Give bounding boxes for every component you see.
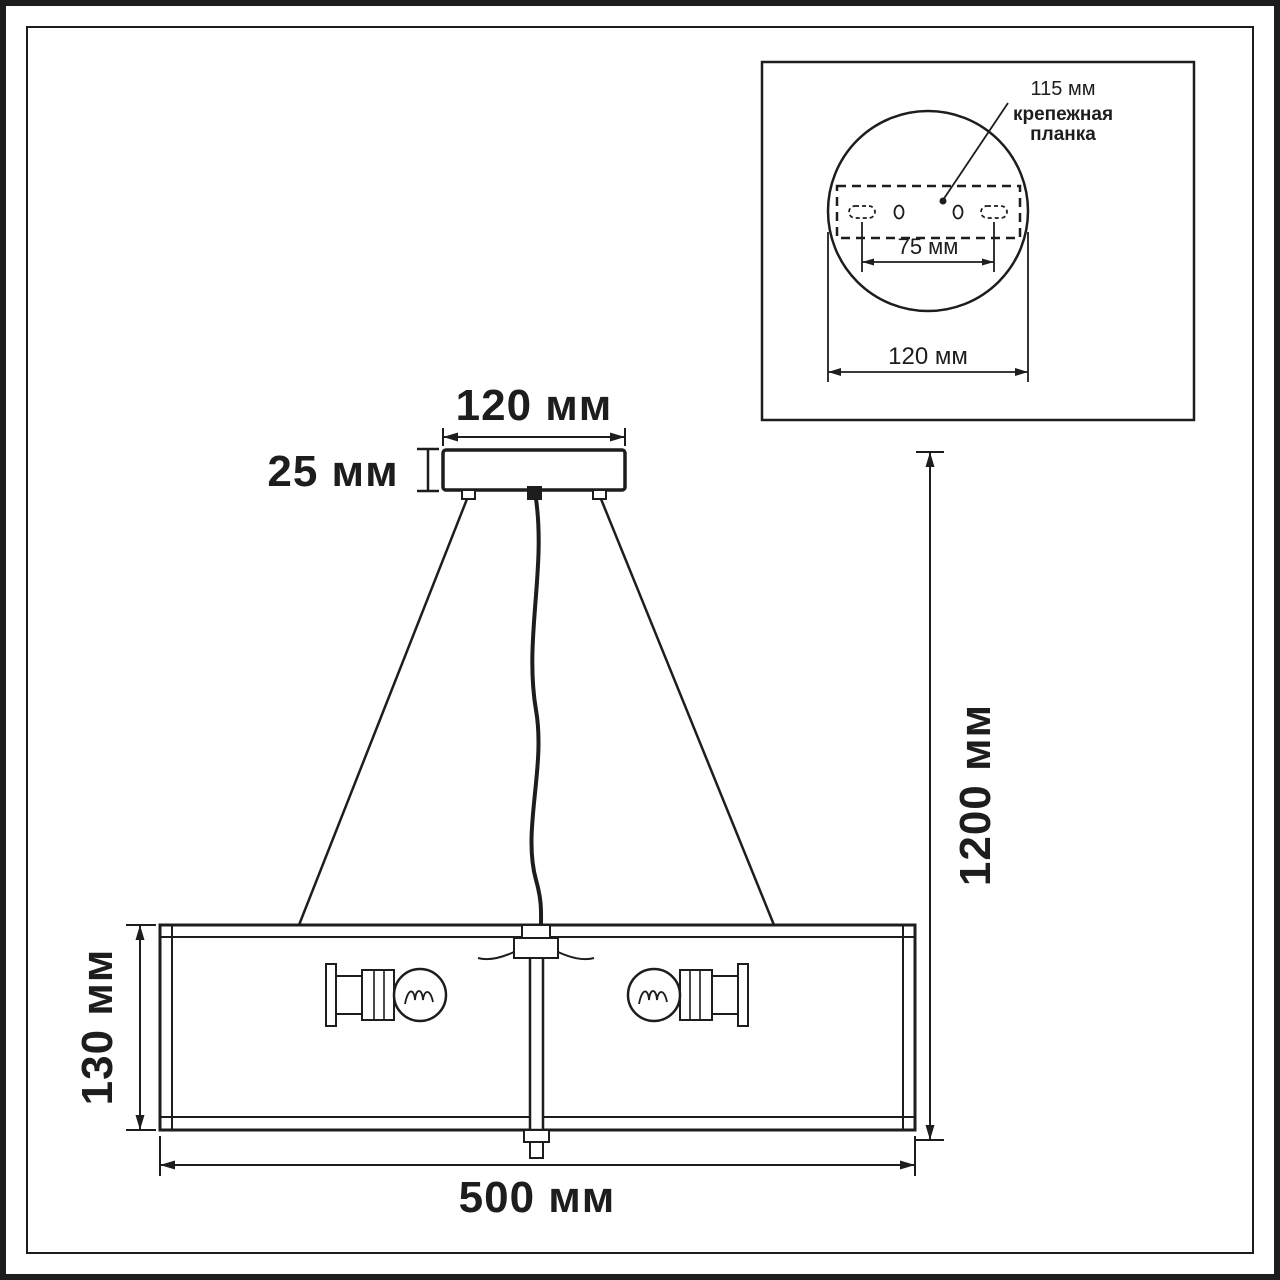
shade-width-label: 500 мм [459,1173,616,1222]
canopy-base-circle [826,109,1030,313]
filament [638,990,668,1005]
hole-spacing-dimension: 75 мм [861,222,995,272]
plate-name-line2: планка [1030,124,1096,145]
suspension-cable-right [599,498,776,926]
arrowhead-left [443,432,458,442]
bulb-assembly-right [626,963,749,1027]
canopy-width-label: 120 мм [456,381,613,430]
shade-width-dimension: 500 мм [159,1136,916,1222]
arrowhead-right [900,1160,915,1170]
canopy-body [441,448,627,492]
base-diameter-label: 120 мм [888,343,968,370]
finial-tip [529,1141,544,1159]
suspension [297,498,776,926]
finial-cap [523,1129,550,1143]
filament [404,990,434,1005]
bracket-plate [737,963,749,1027]
bracket-plate [325,963,337,1027]
center-rod [528,936,545,1132]
bulb [392,967,448,1023]
inner-border [26,26,1254,1254]
power-cord [529,498,544,926]
plate-name-line1: крепежная [1013,104,1113,125]
arrowhead-right [610,432,625,442]
suspension-cable-left [297,498,469,926]
arrowhead-left [862,258,874,266]
arrowhead-top [135,925,145,940]
base-diameter-dimension: 120 мм [827,232,1029,382]
leader-dot [939,197,947,205]
mounting-plate-inset: 115 мм крепежная планка 75 мм 120 мм [760,60,1196,422]
arrowhead-bottom [135,1115,145,1130]
cord-clamp [521,924,551,939]
arrowhead-top [925,452,935,467]
canopy [441,448,627,500]
arrowhead-bottom [925,1125,935,1140]
lamp-socket [679,969,713,1021]
arrowhead-right [1015,368,1028,376]
hub-wire-right [557,951,595,961]
hub-wire-left [477,951,515,961]
mounting-slot-left [848,205,876,219]
inset-frame [760,60,1196,422]
hole-spacing-label: 75 мм [898,234,959,259]
shade-height-dimension: 130 мм [73,924,156,1131]
canopy-height-dimension: 25 мм [267,447,439,496]
canopy-height-label: 25 мм [267,447,398,496]
shade-height-label: 130 мм [73,949,122,1106]
overall-height-label: 1200 мм [951,704,1000,886]
canopy-width-dimension: 120 мм [442,381,626,446]
bulb [626,967,682,1023]
arrowhead-right [982,258,994,266]
mounting-slot-right [980,205,1008,219]
central-column [477,924,595,1159]
plate-hole-right [952,204,964,220]
arrowhead-left [828,368,841,376]
plate-hole-left [893,204,905,220]
mounting-plate-outline [835,184,1022,240]
wiring-hub [513,937,559,959]
plate-leader [939,102,1009,205]
arrowhead-left [160,1160,175,1170]
plate-offset-label: 115 мм [1031,78,1096,100]
leader-line [942,102,1009,201]
bulb-assembly-left [325,963,448,1027]
overall-height-dimension: 1200 мм [916,451,1000,1141]
lamp-socket [361,969,395,1021]
cable-anchor-right [592,489,607,500]
cord-anchor [527,486,542,500]
cable-anchor-left [461,489,476,500]
